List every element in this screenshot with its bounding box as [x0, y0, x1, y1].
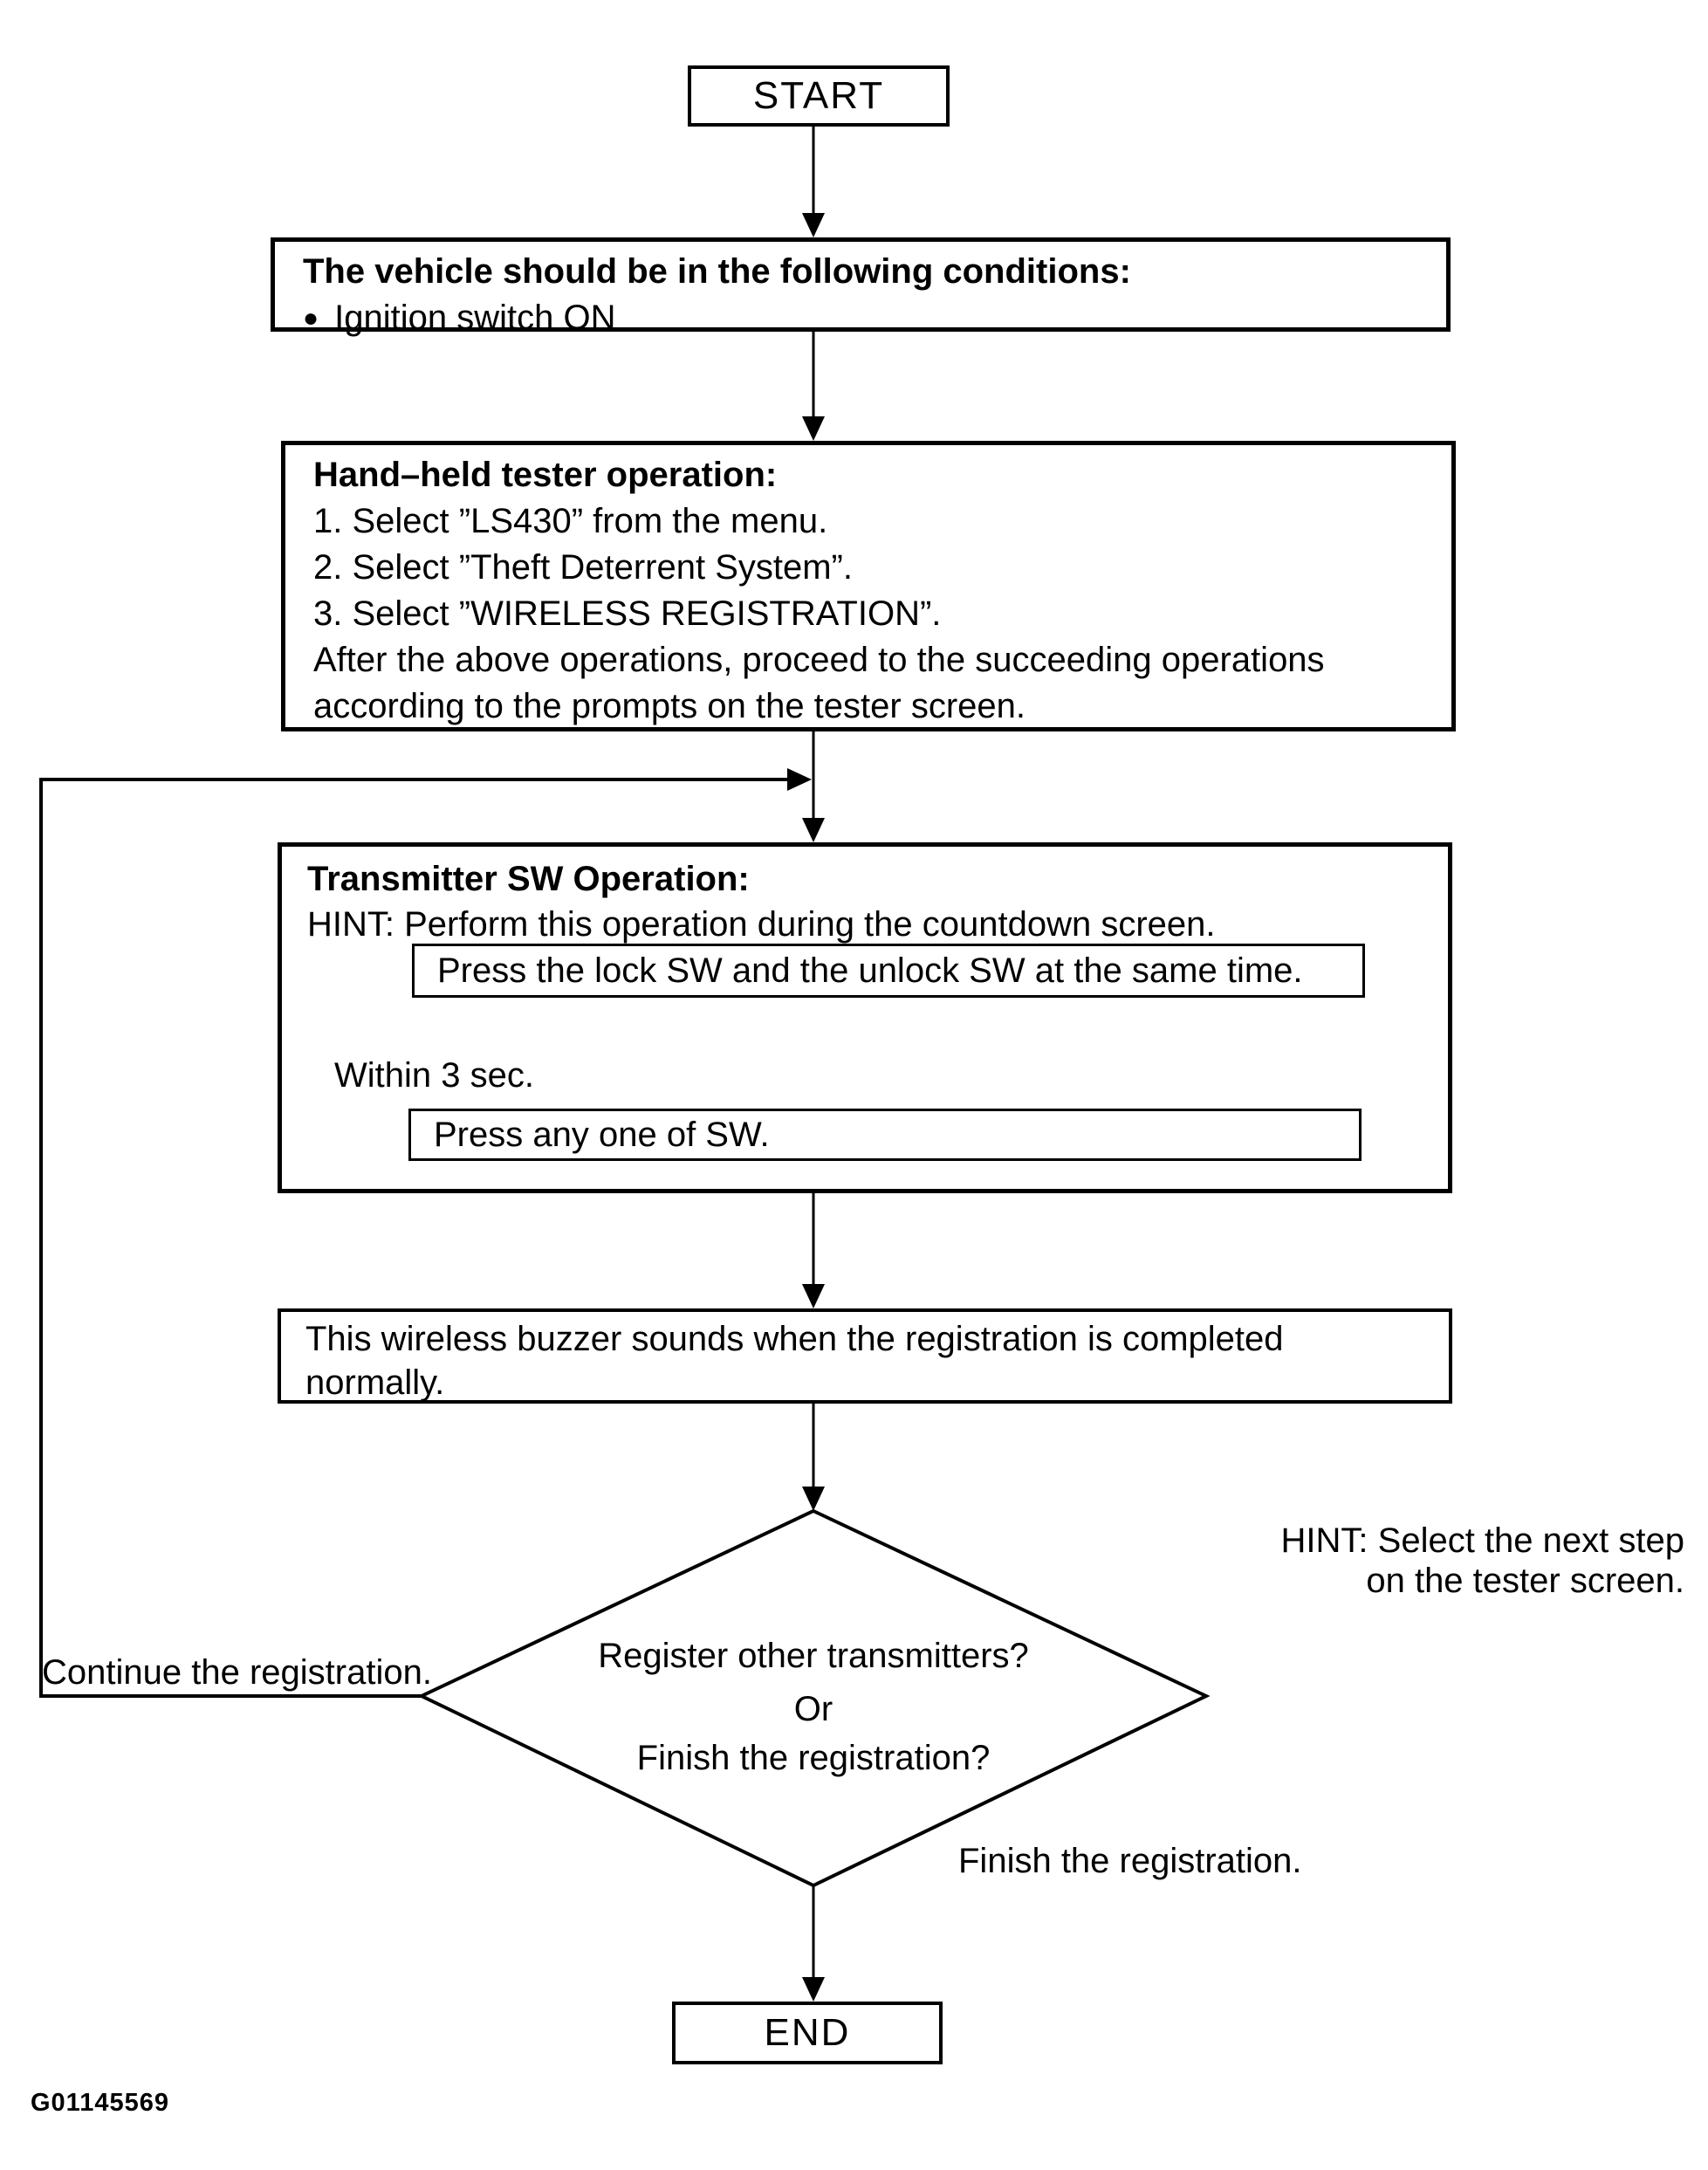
- loop-label: Continue the registration.: [42, 1653, 432, 1692]
- arrowhead-transmitter-icon: [802, 818, 825, 842]
- buzzer-box: This wireless buzzer sounds when the reg…: [278, 1308, 1452, 1404]
- bullet-icon: ●: [303, 303, 319, 333]
- step-press-any-sw-text: Press any one of SW.: [434, 1115, 770, 1154]
- end-label: END: [764, 2011, 851, 2054]
- conditions-title: The vehicle should be in the following c…: [303, 252, 1131, 291]
- start-node: START: [688, 65, 950, 127]
- arrowhead-decision-icon: [802, 1487, 825, 1511]
- arrowhead-tester-icon: [802, 416, 825, 441]
- decision-line: Or: [793, 1690, 833, 1728]
- tester-title: Hand–held tester operation:: [313, 456, 778, 494]
- end-node: END: [672, 2002, 943, 2064]
- condition-text: Ignition switch ON: [334, 299, 616, 337]
- loop-back-line: [39, 778, 787, 1698]
- finish-label: Finish the registration.: [958, 1842, 1302, 1880]
- transmitter-title: Transmitter SW Operation:: [307, 860, 750, 898]
- within-3-sec-label: Within 3 sec.: [334, 1056, 534, 1095]
- decision-line: Finish the registration?: [636, 1739, 991, 1777]
- decision-line: Register other transmitters?: [598, 1637, 1029, 1675]
- tester-note-line: according to the prompts on the tester s…: [313, 687, 1025, 725]
- decision-hint: HINT: Select the next step on the tester…: [1281, 1521, 1684, 1601]
- arrowhead-end-icon: [802, 1977, 825, 2002]
- step-press-any-sw-box: Press any one of SW.: [408, 1109, 1362, 1161]
- step-press-lock-unlock-text: Press the lock SW and the unlock SW at t…: [437, 951, 1303, 990]
- tester-note-line: After the above operations, proceed to t…: [313, 641, 1325, 679]
- buzzer-line: normally.: [305, 1363, 445, 1402]
- tester-step: 2. Select ”Theft Deterrent System”.: [313, 548, 853, 587]
- decision-hint-line: HINT: Select the next step: [1280, 1521, 1684, 1560]
- buzzer-line: This wireless buzzer sounds when the reg…: [305, 1320, 1284, 1358]
- loop-arrowhead-icon: [787, 768, 812, 791]
- arrowhead-conditions-icon: [802, 213, 825, 237]
- tester-step: 1. Select ”LS430” from the menu.: [313, 502, 828, 540]
- decision-hint-line: on the tester screen.: [1366, 1562, 1684, 1600]
- figure-id: G01145569: [31, 2089, 169, 2117]
- arrowhead-buzzer-icon: [802, 1284, 825, 1308]
- tester-box: Hand–held tester operation: 1. Select ”L…: [281, 441, 1456, 731]
- start-label: START: [752, 74, 885, 117]
- conditions-box: The vehicle should be in the following c…: [271, 237, 1451, 337]
- condition-item: ● Ignition switch ON: [303, 295, 1429, 341]
- step-press-lock-unlock-box: Press the lock SW and the unlock SW at t…: [412, 944, 1365, 998]
- tester-step: 3. Select ”WIRELESS REGISTRATION”.: [313, 594, 942, 633]
- transmitter-hint: HINT: Perform this operation during the …: [307, 905, 1216, 944]
